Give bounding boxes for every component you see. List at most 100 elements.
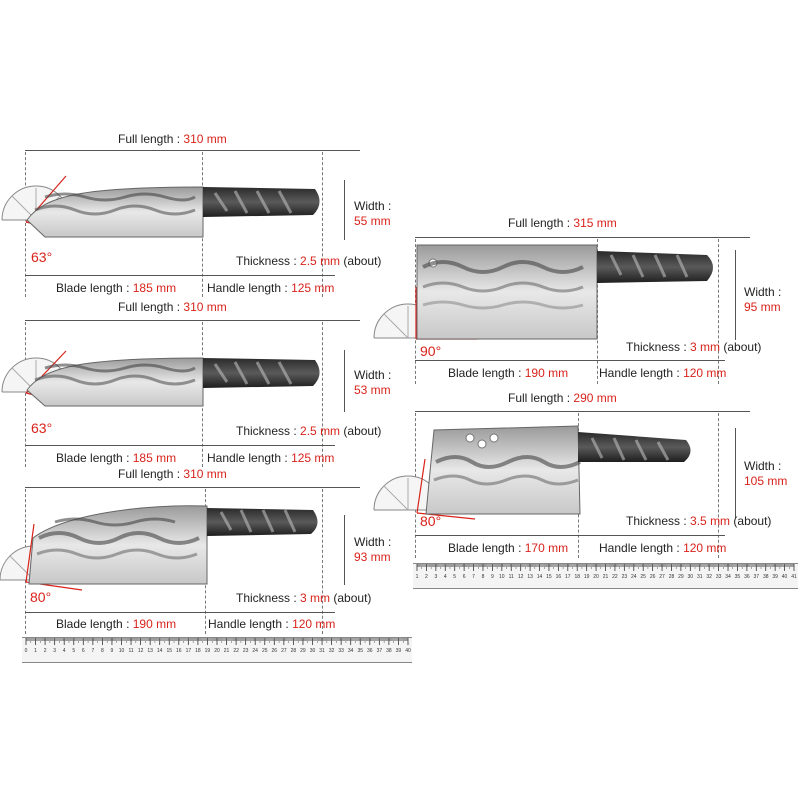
ruler-tick-label: 36 [744, 574, 750, 580]
width-label: Width :93 mm [354, 535, 392, 564]
ruler-tick-label: 32 [329, 648, 335, 654]
edge-angle: 80° [30, 589, 52, 605]
ruler-tick-label: 13 [147, 648, 153, 654]
blade-length-label: Blade length : 170 mm [448, 541, 569, 555]
ruler-tick-label: 17 [565, 574, 571, 580]
handle-length-label: Handle length : 120 mm [599, 366, 727, 380]
ruler-tick-label: 26 [650, 574, 656, 580]
ruler-tick-label: 6 [463, 574, 466, 580]
ruler-tick-label: 19 [584, 574, 590, 580]
ruler-tick-label: 38 [386, 648, 392, 654]
ruler-tick-label: 34 [348, 648, 354, 654]
full-length-label: Full length : 310 mm [118, 467, 227, 481]
ruler-tick-label: 10 [119, 648, 125, 654]
ruler-tick-label: 38 [763, 574, 769, 580]
ruler-tick-label: 29 [300, 648, 306, 654]
ruler-tick-label: 3 [434, 574, 437, 580]
ruler-tick-label: 25 [640, 574, 646, 580]
width-label: Width :105 mm [744, 459, 788, 488]
knife-image-chopper [28, 505, 318, 585]
ruler-tick-label: 14 [157, 648, 163, 654]
ruler-tick-label: 5 [72, 648, 75, 654]
ruler-tick-label: 39 [396, 648, 402, 654]
ruler-tick-label: 4 [444, 574, 447, 580]
blade-length-label: Blade length : 190 mm [56, 617, 177, 631]
ruler-tick-label: 24 [631, 574, 637, 580]
ruler-tick-label: 8 [101, 648, 104, 654]
ruler-tick-label: 5 [453, 574, 456, 580]
ruler-tick-label: 34 [725, 574, 731, 580]
knife-image-cleaver [416, 244, 713, 340]
ruler-tick-label: 31 [319, 648, 325, 654]
ruler-tick-label: 27 [659, 574, 665, 580]
ruler-tick-label: 17 [186, 648, 192, 654]
ruler-tick-label: 18 [574, 574, 580, 580]
ruler-tick-label: 8 [482, 574, 485, 580]
ruler-tick-label: 40 [782, 574, 788, 580]
ruler-tick-label: 19 [205, 648, 211, 654]
ruler-tick-label: 9 [491, 574, 494, 580]
ruler-tick-label: 16 [176, 648, 182, 654]
full-length-label: Full length : 310 mm [118, 300, 227, 314]
ruler-tick-label: 29 [678, 574, 684, 580]
blade-length-label: Blade length : 190 mm [448, 366, 569, 380]
ruler-tick-label: 12 [518, 574, 524, 580]
ruler-tick-label: 27 [281, 648, 287, 654]
ruler-tick-label: 20 [214, 648, 220, 654]
ruler-tick-label: 40 [405, 648, 411, 654]
full-length-label: Full length : 310 mm [118, 132, 227, 146]
ruler-tick-label: 13 [527, 574, 533, 580]
ruler-tick-label: 12 [138, 648, 144, 654]
ruler-tick-label: 32 [706, 574, 712, 580]
ruler-tick-label: 22 [612, 574, 618, 580]
ruler-tick-label: 35 [357, 648, 363, 654]
ruler-tick-label: 33 [338, 648, 344, 654]
knife-image-santoku [26, 357, 320, 407]
handle-length-label: Handle length : 125 mm [207, 451, 335, 465]
handle-length-label: Handle length : 125 mm [207, 281, 335, 295]
ruler-tick-label: 20 [593, 574, 599, 580]
ruler-tick-label: 7 [91, 648, 94, 654]
edge-angle: 90° [420, 343, 442, 359]
thickness-label: Thickness : 3.5 mm (about) [626, 514, 772, 528]
ruler-tick-label: 28 [291, 648, 297, 654]
ruler-tick-label: 9 [111, 648, 114, 654]
ruler-tick-label: 0 [25, 648, 28, 654]
handle-length-label: Handle length : 120 mm [599, 541, 727, 555]
ruler-tick-label: 37 [377, 648, 383, 654]
full-length-line [25, 150, 360, 151]
thickness-label: Thickness : 2.5 mm (about) [236, 254, 382, 268]
ruler-tick-label: 30 [310, 648, 316, 654]
ruler-tick-label: 24 [252, 648, 258, 654]
handle-length-label: Handle length : 120 mm [208, 617, 336, 631]
knife-image-santoku [26, 186, 320, 238]
ruler-tick-label: 1 [34, 648, 37, 654]
ruler-tick-label: 23 [622, 574, 628, 580]
ruler-tick-label: 11 [509, 574, 514, 580]
ruler-tick-label: 39 [772, 574, 778, 580]
ruler-tick-label: 18 [195, 648, 201, 654]
full-length-label: Full length : 290 mm [508, 391, 617, 405]
ruler-tick-label: 6 [82, 648, 85, 654]
blade-length-label: Blade length : 185 mm [56, 281, 177, 295]
ruler-tick-label: 36 [367, 648, 373, 654]
ruler-tick-label: 22 [233, 648, 239, 654]
ruler-tick-label: 7 [472, 574, 475, 580]
blade-length-label: Blade length : 185 mm [56, 451, 177, 465]
thickness-label: Thickness : 2.5 mm (about) [236, 424, 382, 438]
ruler-tick-label: 15 [166, 648, 172, 654]
edge-angle: 80° [420, 513, 442, 529]
ruler-tick-label: 16 [556, 574, 562, 580]
ruler-tick-label: 37 [754, 574, 760, 580]
ruler-tick-label: 41 [791, 574, 797, 580]
ruler-tick-label: 31 [697, 574, 703, 580]
edge-angle: 63° [31, 249, 53, 265]
ruler-tick-label: 1 [416, 574, 419, 580]
ruler-tick-label: 23 [243, 648, 249, 654]
ruler-tick-label: 10 [499, 574, 505, 580]
ruler-tick-label: 11 [128, 648, 133, 654]
thickness-label: Thickness : 3 mm (about) [626, 340, 762, 354]
